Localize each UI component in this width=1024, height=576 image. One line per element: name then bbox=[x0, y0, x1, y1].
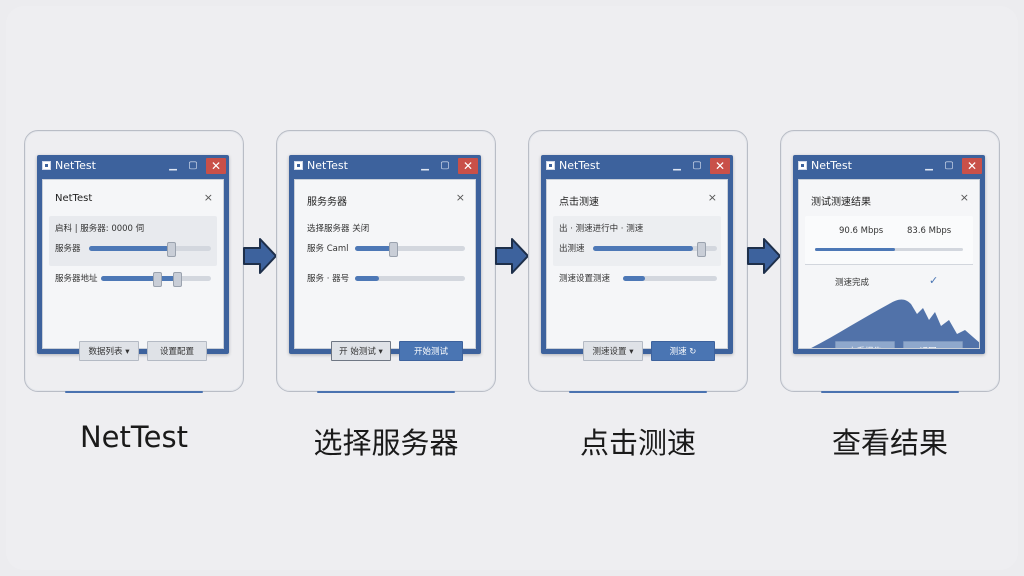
start-test-dropdown[interactable]: 开 始测试 ▾ bbox=[331, 341, 391, 361]
app-window: NetTest ▁ ▢ ✕ 点击测速 × 出 · 测速进行中 · 测速 出测速 … bbox=[541, 155, 733, 361]
minimize-button[interactable]: ▁ bbox=[673, 160, 681, 171]
progress-panel bbox=[553, 216, 721, 266]
divider bbox=[805, 264, 973, 265]
row-label-1: 启科 | 服务器: 0000 伺 bbox=[55, 224, 145, 234]
view-report-button[interactable]: 查看报告 bbox=[835, 341, 895, 348]
maximize-button[interactable]: ▢ bbox=[944, 160, 954, 171]
close-icon[interactable]: ✕ bbox=[962, 158, 982, 174]
window-content: 测试测速结果 × 90.6 Mbps 83.6 Mbps 测速完成 ✓ 查看报告… bbox=[798, 179, 980, 349]
window-content: 服务务器 × 选择服务器 关闭 服务 Caml 服务 · 器号 开 始测试 ▾ … bbox=[294, 179, 476, 361]
slider-handle[interactable] bbox=[173, 272, 182, 287]
app-window-icon bbox=[798, 161, 807, 170]
status-label: 测速完成 bbox=[835, 278, 870, 288]
port-slider[interactable] bbox=[355, 276, 465, 281]
row-label-2: 服务器 bbox=[55, 244, 81, 254]
step-3: NetTest ▁ ▢ ✕ 点击测速 × 出 · 测速进行中 · 测速 出测速 … bbox=[528, 130, 748, 460]
slider-handle[interactable] bbox=[389, 242, 398, 257]
slider-handle[interactable] bbox=[153, 272, 162, 287]
step-caption: 点击测速 bbox=[579, 426, 696, 460]
row-label-2: 服务 Caml bbox=[307, 244, 349, 254]
speed-graph bbox=[811, 299, 979, 348]
check-icon: ✓ bbox=[929, 274, 939, 287]
slider-fill bbox=[623, 276, 645, 281]
server-slider[interactable] bbox=[355, 242, 465, 257]
slider-fill bbox=[355, 246, 393, 251]
window-title: NetTest bbox=[811, 159, 852, 172]
dialog-close-icon[interactable]: × bbox=[203, 191, 213, 204]
dialog-close-icon[interactable]: × bbox=[455, 191, 465, 204]
arrow-right-icon bbox=[747, 238, 781, 274]
result-fill bbox=[815, 248, 895, 251]
close-icon[interactable]: ✕ bbox=[206, 158, 226, 174]
download-result: 90.6 Mbps bbox=[839, 226, 884, 236]
speed-test-button[interactable]: 测速 ↻ bbox=[651, 341, 715, 361]
server-slider[interactable] bbox=[89, 242, 211, 257]
dialog-title: 测试测速结果 bbox=[811, 197, 871, 208]
app-window-icon bbox=[294, 161, 303, 170]
app-window: NetTest ▁ ▢ ✕ 服务务器 × 选择服务器 关闭 服务 Caml 服务… bbox=[289, 155, 481, 361]
title-bar: NetTest ▁ ▢ ✕ bbox=[37, 155, 229, 177]
result-bar bbox=[815, 248, 963, 251]
app-window: NetTest ▁ ▢ ✕ NetTest × 启科 | 服务器: 0000 伺… bbox=[37, 155, 229, 361]
app-window-icon bbox=[546, 161, 555, 170]
arrow-right-icon bbox=[495, 238, 529, 274]
minimize-button[interactable]: ▁ bbox=[925, 160, 933, 171]
window-title: NetTest bbox=[307, 159, 348, 172]
row-label-2: 出测速 bbox=[559, 244, 585, 254]
upload-result: 83.6 Mbps bbox=[907, 226, 952, 236]
row-label-3: 测速设置测速 bbox=[559, 274, 611, 284]
dialog-title: 服务务器 bbox=[307, 197, 347, 208]
maximize-button[interactable]: ▢ bbox=[692, 160, 702, 171]
maximize-button[interactable]: ▢ bbox=[440, 160, 450, 171]
slider-handle[interactable] bbox=[167, 242, 176, 257]
window-content: 点击测速 × 出 · 测速进行中 · 测速 出测速 测速设置测速 测速设置 ▾ … bbox=[546, 179, 728, 361]
settings-button[interactable]: 设置配置 bbox=[147, 341, 207, 361]
window-content: NetTest × 启科 | 服务器: 0000 伺 服务器 服务器地址 数据列… bbox=[42, 179, 224, 361]
title-bar: NetTest ▁ ▢ ✕ bbox=[793, 155, 985, 177]
step-4: NetTest ▁ ▢ ✕ 测试测速结果 × 90.6 Mbps 83.6 Mb… bbox=[780, 130, 1000, 460]
arrow-right-icon bbox=[243, 238, 277, 274]
minimize-button[interactable]: ▁ bbox=[169, 160, 177, 171]
step-caption: 选择服务器 bbox=[313, 426, 459, 460]
minimize-button[interactable]: ▁ bbox=[421, 160, 429, 171]
step-frame bbox=[780, 130, 1000, 393]
progress-handle bbox=[697, 242, 706, 257]
close-icon[interactable]: ✕ bbox=[710, 158, 730, 174]
dialog-title: NetTest bbox=[55, 193, 93, 204]
title-bar: NetTest ▁ ▢ ✕ bbox=[541, 155, 733, 177]
step-2: NetTest ▁ ▢ ✕ 服务务器 × 选择服务器 关闭 服务 Caml 服务… bbox=[276, 130, 496, 460]
slider-fill bbox=[355, 276, 379, 281]
dialog-close-icon[interactable]: × bbox=[959, 191, 969, 204]
dialog-title: 点击测速 bbox=[559, 197, 599, 208]
window-title: NetTest bbox=[559, 159, 600, 172]
step-caption: 查看结果 bbox=[831, 426, 948, 460]
progress-fill bbox=[593, 246, 693, 251]
row-label-3: 服务 · 器号 bbox=[307, 274, 350, 284]
address-slider[interactable] bbox=[101, 272, 211, 287]
title-bar: NetTest ▁ ▢ ✕ bbox=[289, 155, 481, 177]
window-title: NetTest bbox=[55, 159, 96, 172]
settings-panel bbox=[49, 216, 217, 266]
maximize-button[interactable]: ▢ bbox=[188, 160, 198, 171]
speed-progress bbox=[593, 242, 717, 257]
speed-settings-button[interactable]: 测速设置 ▾ bbox=[583, 341, 643, 361]
dialog-close-icon[interactable]: × bbox=[707, 191, 717, 204]
app-window-icon bbox=[42, 161, 51, 170]
settings-slider[interactable] bbox=[623, 276, 717, 281]
back-button[interactable]: 返回 ↻ bbox=[903, 341, 963, 348]
start-test-button[interactable]: 开始测试 bbox=[399, 341, 463, 361]
app-window: NetTest ▁ ▢ ✕ 测试测速结果 × 90.6 Mbps 83.6 Mb… bbox=[793, 155, 985, 354]
slider-fill bbox=[89, 246, 169, 251]
close-icon[interactable]: ✕ bbox=[458, 158, 478, 174]
step-caption: NetTest bbox=[79, 420, 188, 454]
row-label-3: 服务器地址 bbox=[55, 274, 98, 284]
row-label-1: 出 · 测速进行中 · 测速 bbox=[559, 224, 644, 234]
step-1: NetTest ▁ ▢ ✕ NetTest × 启科 | 服务器: 0000 伺… bbox=[24, 130, 244, 454]
results-panel bbox=[805, 216, 973, 264]
row-label-1: 选择服务器 关闭 bbox=[307, 224, 370, 234]
slider-fill bbox=[101, 276, 175, 281]
data-list-button[interactable]: 数据列表 ▾ bbox=[79, 341, 139, 361]
